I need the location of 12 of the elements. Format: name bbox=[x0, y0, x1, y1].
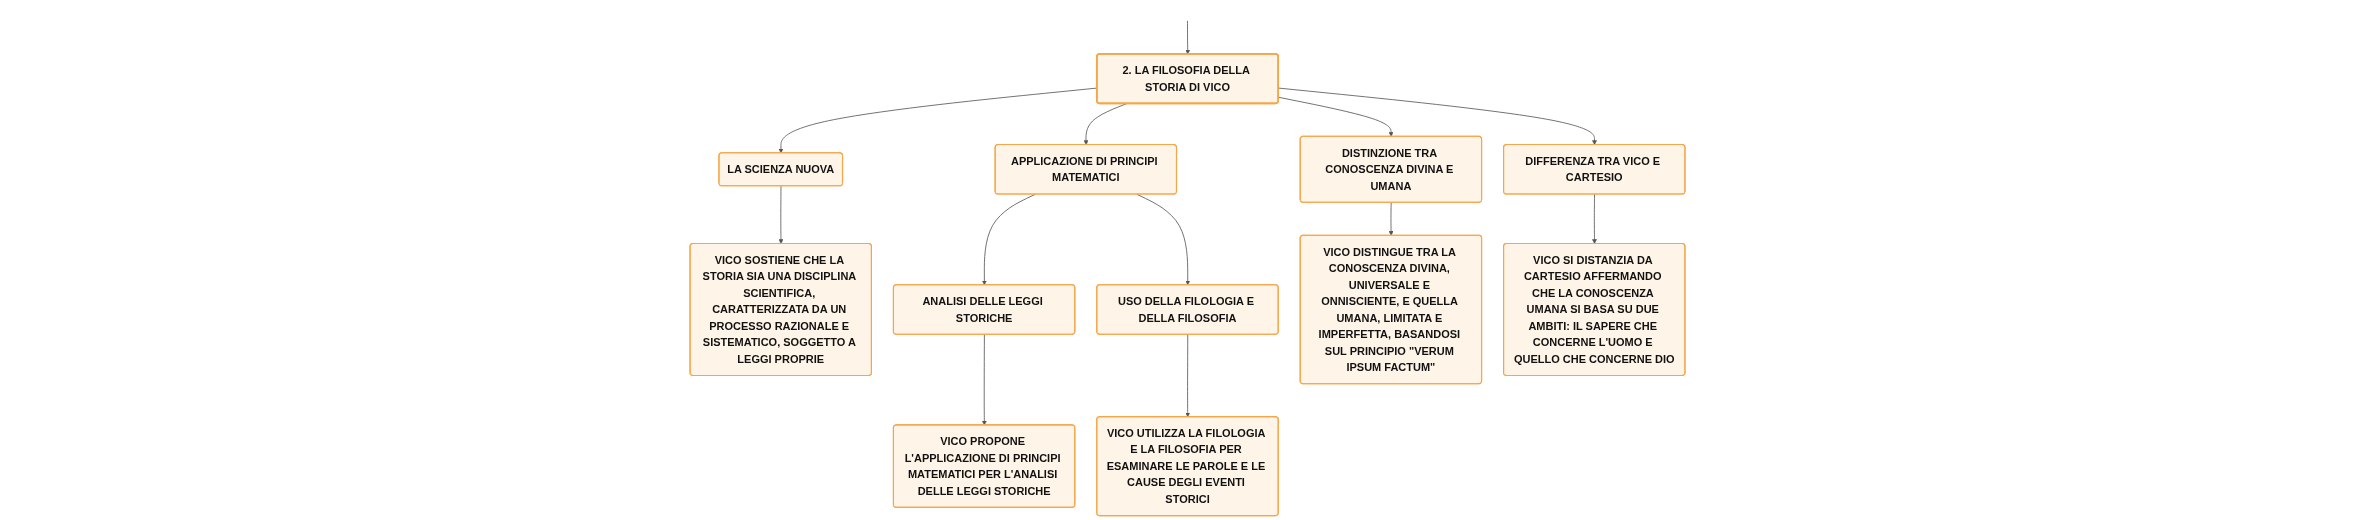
topic-box: DISTINZIONE TRA CONOSCENZA DIVINA E UMANA bbox=[1299, 135, 1483, 203]
topic-box: 2. LA FILOSOFIA DELLA STORIA DI VICO bbox=[1095, 53, 1280, 105]
topic-box: VICO DISTINGUE TRA LA CONOSCENZA DIVINA, UNIVERSALE E ONNISCIENTE, E QUELLA UMANA, LIMITATA E IMPERFETTA, BASANDOSI SUL PRINCIPIO "VERUM IPSUM FACTUM" bbox=[1299, 234, 1483, 385]
topic-box: DIFFERENZA TRA VICO E CARTESIO bbox=[1503, 144, 1686, 195]
topic-box: VICO PROPONE L'APPLICAZIONE DI PRINCIPI MATEMATICI PER L'ANALISI DELLE LEGGI STORICHE bbox=[892, 424, 1076, 508]
topic-box: APPLICAZIONE DI PRINCIPI MATEMATICI bbox=[994, 144, 1178, 195]
topic-box: USO DELLA FILOLOGIA E DELLA FILOSOFIA bbox=[1096, 284, 1279, 335]
topic-box: LA SCIENZA NUOVA bbox=[718, 152, 844, 187]
topic-box: VICO SI DISTANZIA DA CARTESIO AFFERMANDO CHE LA CONOSCENZA UMANA SI BASA SU DUE AMBITI: IL SAPERE CHE CONCERNE L'UOMO E QUELLO CHE CONCERNE DIO bbox=[1503, 242, 1686, 376]
topic-box: VICO SOSTIENE CHE LA STORIA SIA UNA DISCIPLINA SCIENTIFICA, CARATTERIZZATA DA UN PROCESSO RAZIONALE E SISTEMATICO, SOGGETTO A LEGGI PROPRIE bbox=[689, 242, 872, 376]
topic-box: VICO UTILIZZA LA FILOLOGIA E LA FILOSOFIA PER ESAMINARE LE PAROLE E LE CAUSE DEGLI EVENTI STORICI bbox=[1096, 416, 1279, 517]
topic-box: ANALISI DELLE LEGGI STORICHE bbox=[892, 284, 1076, 335]
